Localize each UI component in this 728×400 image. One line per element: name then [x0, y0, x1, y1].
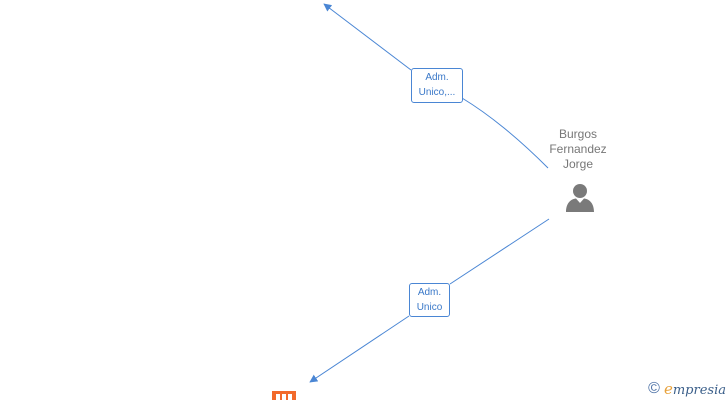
edge-label-top-line-2: Unico,... [418, 87, 456, 98]
person-name-line-2: Fernandez [549, 142, 607, 156]
brand-rest: mpresia [672, 383, 726, 398]
person-icon[interactable] [565, 183, 595, 213]
person-name[interactable]: Burgos Fernandez Jorge [538, 127, 618, 172]
person-name-line-3: Jorge [562, 157, 594, 171]
edge-label-bottom[interactable]: Adm. Unico [409, 283, 450, 317]
edge-label-bottom-line-2: Unico [416, 302, 443, 313]
brand-logo: empresia [664, 380, 726, 398]
building-icon[interactable] [272, 391, 296, 400]
copyright-symbol: © [648, 380, 660, 397]
edge-line-bottom [310, 218, 550, 382]
edge-label-top-line-1: Adm. [425, 72, 449, 83]
person-name-line-1: Burgos [558, 127, 598, 141]
edge-label-bottom-line-1: Adm. [417, 287, 442, 298]
edge-label-top[interactable]: Adm. Unico,... [411, 68, 463, 103]
brand-initial: e [663, 380, 673, 398]
empresia-watermark: © empresia [648, 379, 726, 399]
edge-line-top [324, 4, 549, 169]
